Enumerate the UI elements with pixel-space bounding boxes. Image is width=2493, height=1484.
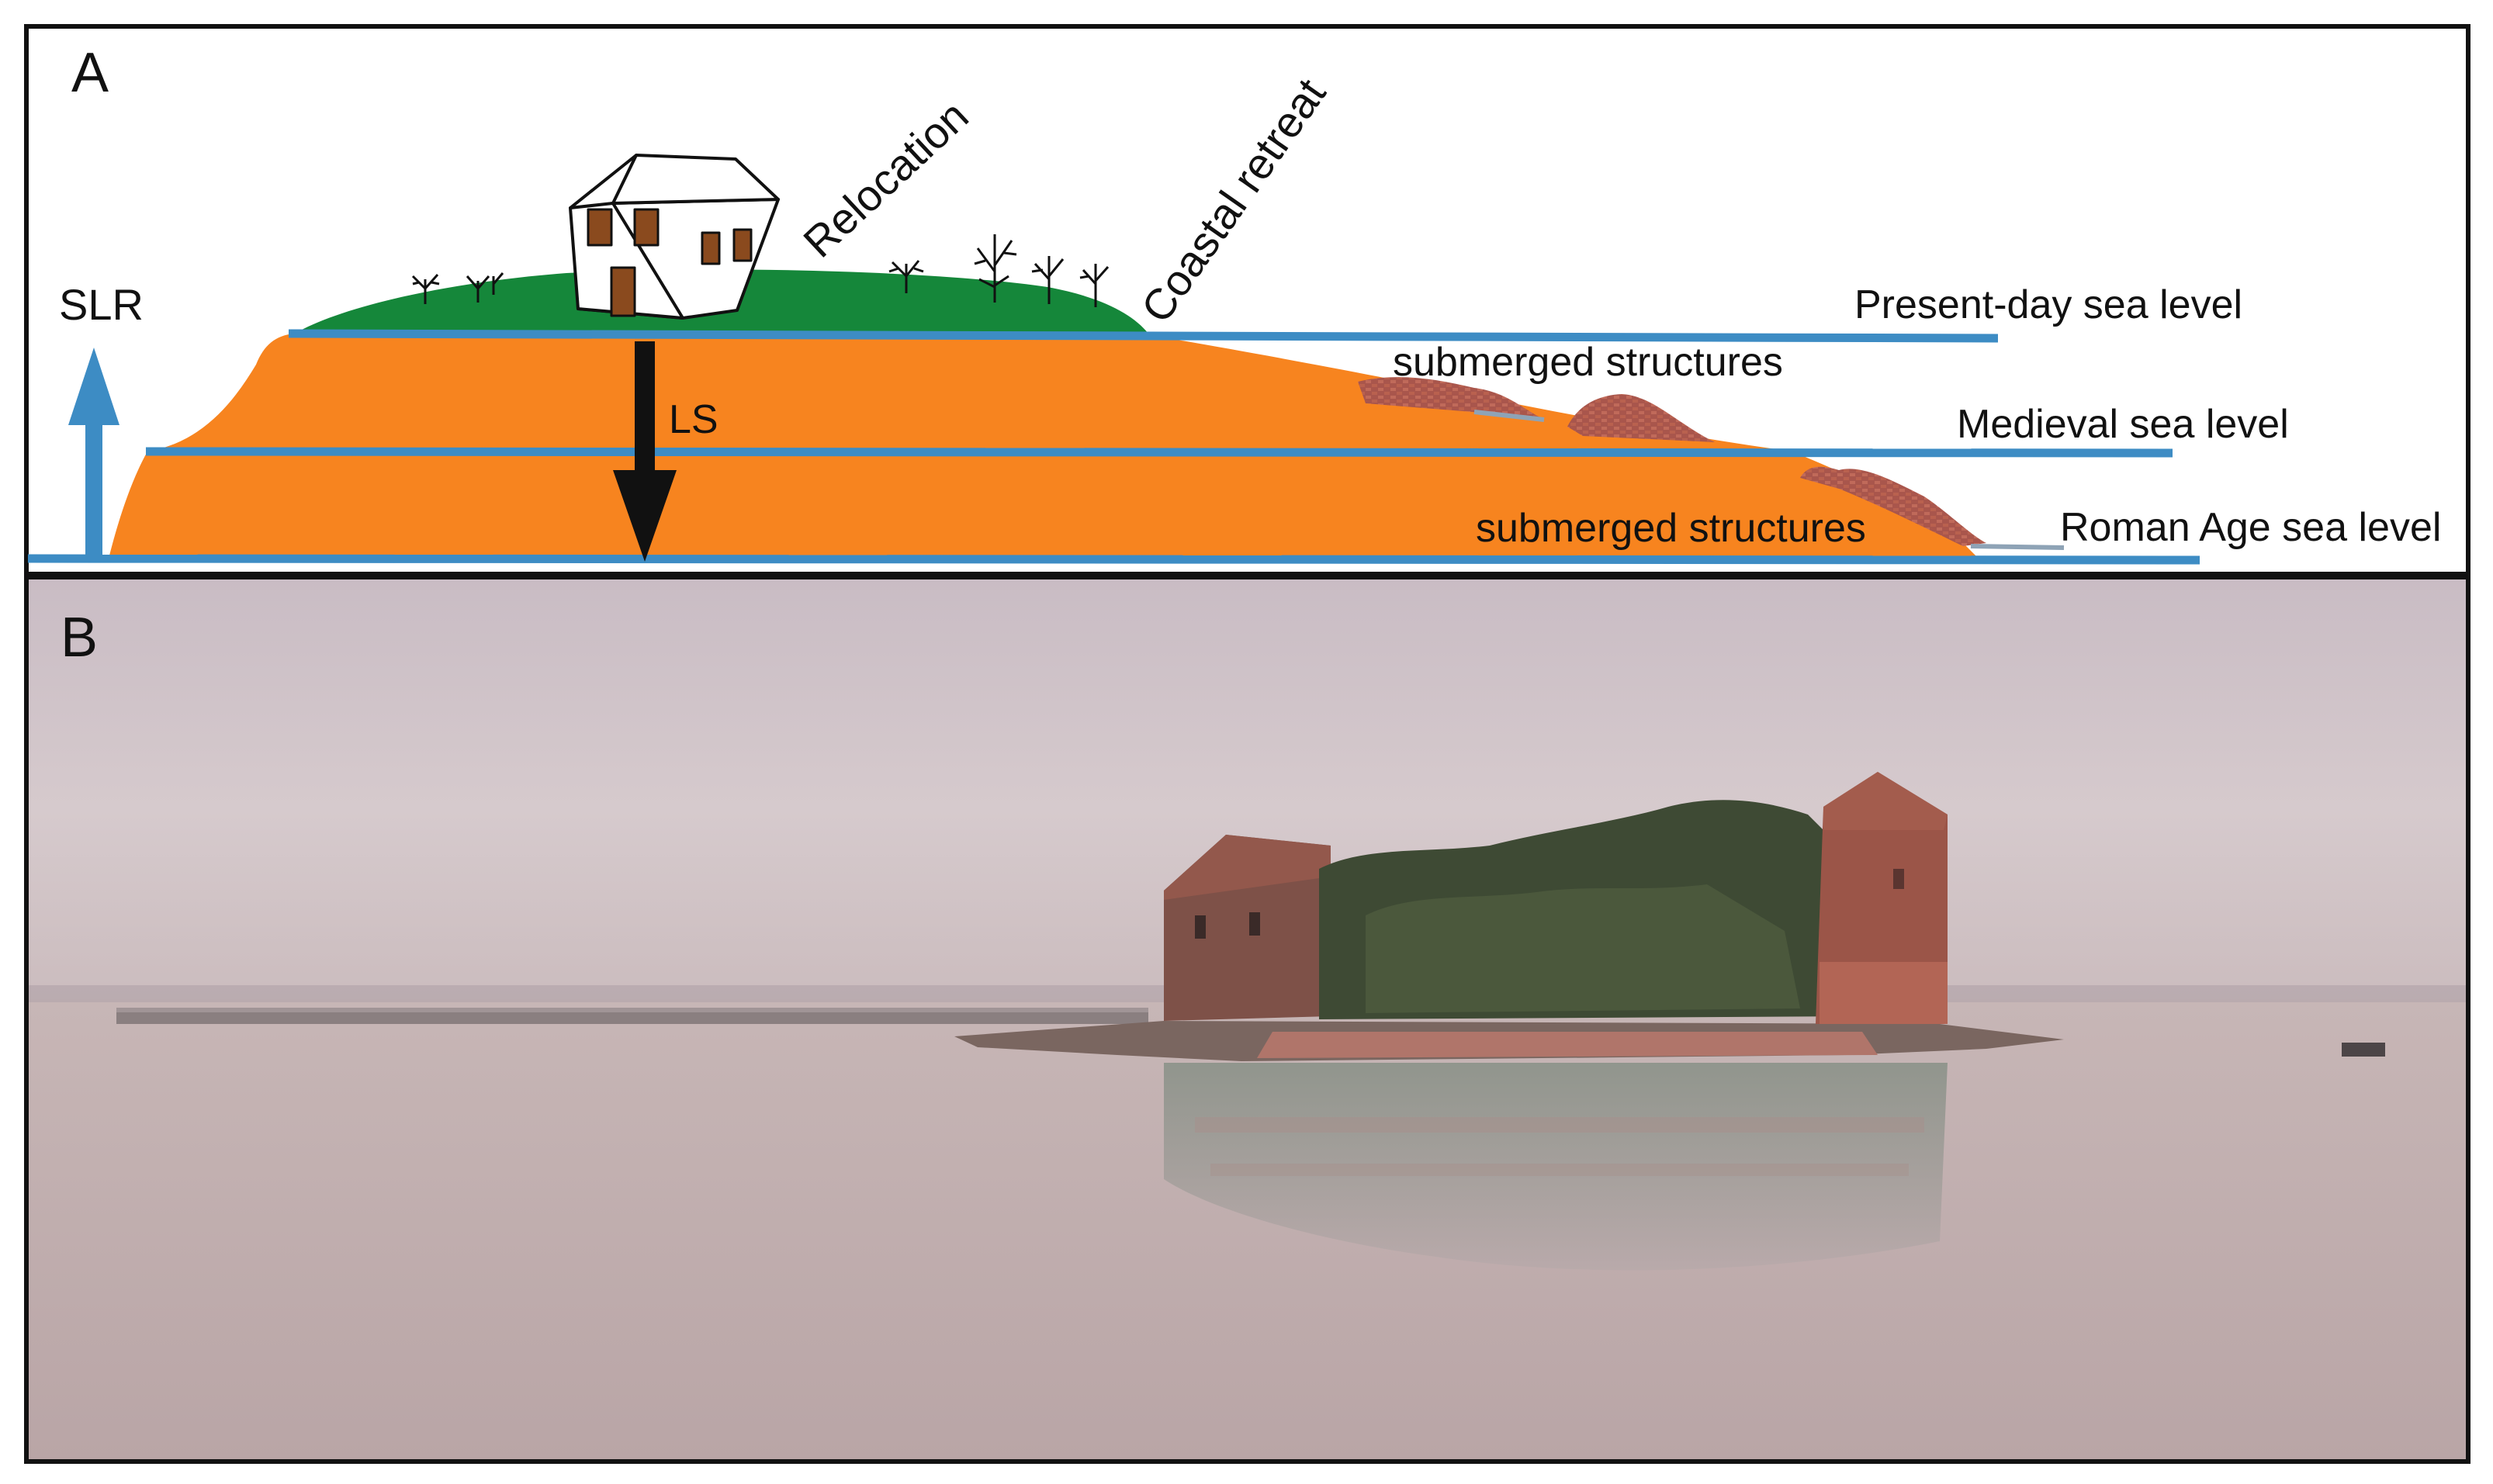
present-day-sea-level-label: Present-day sea level: [1854, 282, 2242, 327]
panel-b-letter: B: [61, 607, 98, 669]
house-icon: [569, 154, 780, 320]
slr-label: SLR: [59, 280, 144, 329]
submerged-ruins-upper: [1358, 377, 1715, 442]
present-day-sea-level-line: [288, 329, 1999, 343]
small-rock: [2342, 1043, 2385, 1057]
building-reflection: [1164, 1063, 1948, 1271]
slr-arrow-icon: [68, 348, 119, 559]
submerged-structures-upper-label: submerged structures: [1393, 340, 1783, 385]
ruined-building: [1164, 772, 1948, 1024]
roman-age-sea-level-label: Roman Age sea level: [2060, 505, 2441, 550]
submerged-structures-lower-label: submerged structures: [1476, 506, 1866, 551]
submerged-ruins-lower: [1800, 466, 2065, 550]
medieval-sea-level-line: [145, 447, 2173, 458]
panel-b: B: [24, 575, 2470, 1464]
distant-island: [116, 1012, 1148, 1024]
medieval-sea-level-label: Medieval sea level: [1957, 402, 2289, 447]
shrubs: [411, 234, 1110, 307]
panel-a: A: [24, 24, 2470, 576]
roman-age-sea-level-line: [27, 554, 2200, 565]
panel-a-letter: A: [71, 42, 109, 104]
panel-b-frame: [24, 575, 2470, 1464]
land-upper: [147, 334, 1792, 451]
ls-label: LS: [669, 397, 718, 442]
land-lower: [109, 451, 1979, 559]
ls-arrow-icon: [613, 341, 677, 562]
